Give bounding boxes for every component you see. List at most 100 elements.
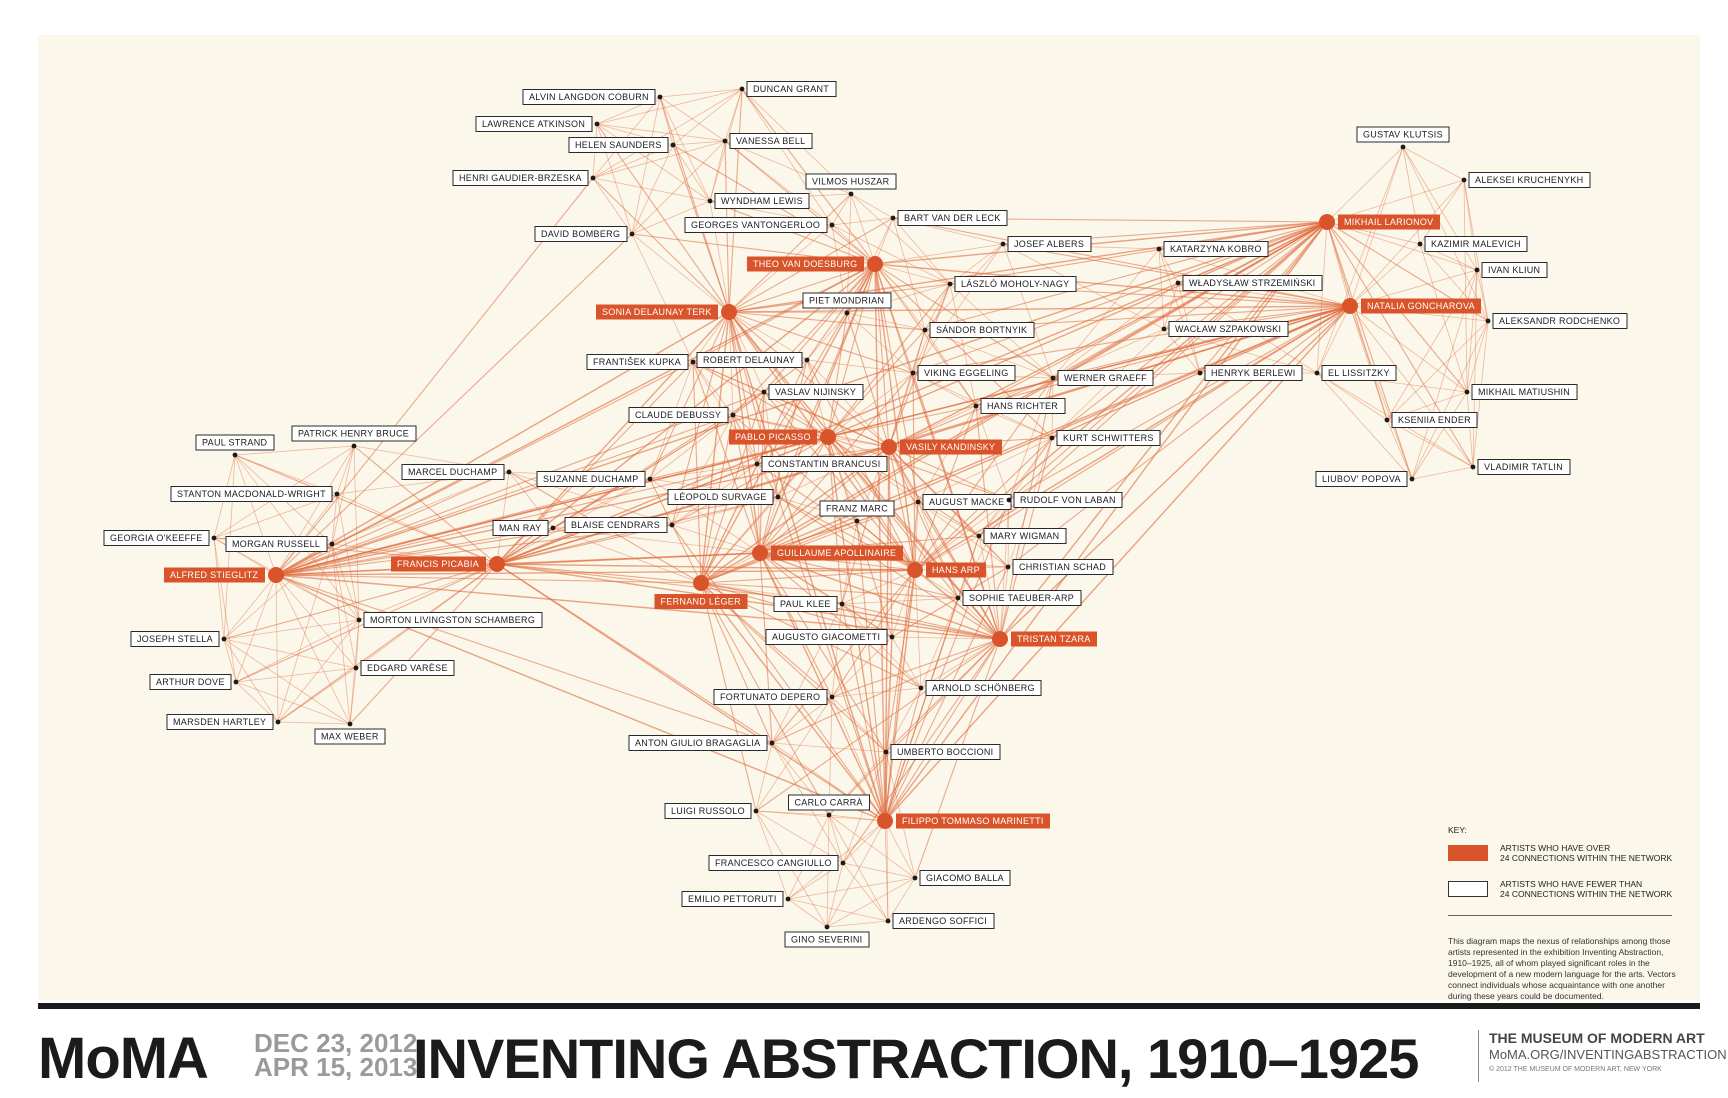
node-dove[interactable]: ARTHUR DOVE: [149, 674, 239, 690]
node-bortnyik[interactable]: SÁNDOR BORTNYIK: [922, 322, 1035, 338]
node-kobro[interactable]: KATARZYNA KOBRO: [1156, 241, 1269, 257]
node-tatlin[interactable]: VLADIMIR TATLIN: [1470, 459, 1571, 475]
node-schamberg[interactable]: MORTON LIVINGSTON SCHAMBERG: [356, 612, 543, 628]
node-kupka[interactable]: FRANTIŠEK KUPKA: [586, 354, 696, 370]
node-cangiullo[interactable]: FRANCESCO CANGIULLO: [708, 855, 846, 871]
node-marinetti[interactable]: FILIPPO TOMMASO MARINETTI: [877, 813, 1050, 829]
node-kruch[interactable]: ALEKSEI KRUCHENYKH: [1461, 172, 1591, 188]
node-mondrian[interactable]: PIET MONDRIAN: [802, 292, 892, 316]
node-wyndham[interactable]: WYNDHAM LEWIS: [707, 193, 810, 209]
node-boccioni[interactable]: UMBERTO BOCCIONI: [883, 744, 1001, 760]
node-szpak[interactable]: WACŁAW SZPAKOWSKI: [1161, 321, 1289, 337]
node-cendrars[interactable]: BLAISE CENDRARS: [564, 517, 675, 533]
node-lawrence[interactable]: LAWRENCE ATKINSON: [475, 116, 600, 132]
node-laban[interactable]: RUDOLF VON LABAN: [1006, 492, 1123, 508]
node-alvin[interactable]: ALVIN LANGDON COBURN: [522, 89, 663, 105]
node-survage[interactable]: LÉOPOLD SURVAGE: [667, 489, 781, 505]
node-schoenberg[interactable]: ARNOLD SCHÖNBERG: [918, 680, 1042, 696]
node-sonia[interactable]: SONIA DELAUNAY TERK: [596, 304, 737, 320]
node-strz[interactable]: WŁADYSŁAW STRZEMIŃSKI: [1175, 275, 1323, 291]
node-dot: [594, 121, 600, 127]
node-schwitters[interactable]: KURT SCHWITTERS: [1049, 430, 1161, 446]
edge-picabia-larionov: [496, 221, 1328, 565]
node-wigman[interactable]: MARY WIGMAN: [976, 528, 1067, 544]
node-picabia[interactable]: FRANCIS PICABIA: [391, 556, 505, 572]
node-depero[interactable]: FORTUNATO DEPERO: [713, 689, 835, 705]
edge-carra-cangiullo: [828, 814, 844, 864]
node-lissitzky[interactable]: EL LISSITZKY: [1314, 365, 1397, 381]
node-schad[interactable]: CHRISTIAN SCHAD: [1005, 559, 1114, 575]
node-popova[interactable]: LIUBOV' POPOVA: [1315, 471, 1415, 487]
node-okeeffe[interactable]: GEORGIA O'KEEFFE: [103, 530, 217, 546]
edge-stieglitz-henri: [275, 177, 594, 576]
node-varese[interactable]: EDGARD VARÈSE: [353, 660, 455, 676]
node-russell[interactable]: MORGAN RUSSELL: [225, 536, 335, 552]
node-eggeling[interactable]: VIKING EGGELING: [910, 365, 1016, 381]
node-severini[interactable]: GINO SEVERINI: [784, 924, 870, 948]
edge-helen-vanessa: [672, 140, 726, 146]
node-bruce[interactable]: PATRICK HENRY BRUCE: [291, 425, 417, 449]
edge-klee-depero: [831, 603, 843, 698]
node-klutsis[interactable]: GUSTAV KLUTSIS: [1356, 126, 1450, 150]
node-vanessa[interactable]: VANESSA BELL: [722, 133, 813, 149]
node-richter[interactable]: HANS RICHTER: [973, 398, 1066, 414]
edge-sonia-kandinsky: [728, 311, 890, 448]
node-goncharova[interactable]: NATALIA GONCHAROVA: [1342, 298, 1481, 314]
node-doesburg[interactable]: THEO VAN DOESBURG: [747, 256, 883, 272]
node-graeff[interactable]: WERNER GRAEFF: [1050, 370, 1154, 386]
node-moholy[interactable]: LÁSZLÓ MOHOLY-NAGY: [947, 276, 1077, 292]
node-taeuber[interactable]: SOPHIE TAEUBER-ARP: [955, 590, 1082, 606]
node-helen[interactable]: HELEN SAUNDERS: [568, 137, 676, 153]
node-robert[interactable]: ROBERT DELAUNAY: [696, 352, 810, 368]
node-kliun[interactable]: IVAN KLIUN: [1474, 262, 1548, 278]
node-manray[interactable]: MAN RAY: [492, 520, 556, 536]
node-brancusi[interactable]: CONSTANTIN BRANCUSI: [754, 456, 888, 472]
node-balla[interactable]: GIACOMO BALLA: [912, 870, 1011, 886]
edge-doesburg-sonia: [728, 263, 876, 313]
node-rodchenko[interactable]: ALEKSANDR RODCHENKO: [1485, 313, 1628, 329]
node-vilmos[interactable]: VILMOS HUSZAR: [805, 173, 897, 197]
node-mcdwright[interactable]: STANTON MACDONALD-WRIGHT: [170, 486, 340, 502]
node-bragaglia[interactable]: ANTON GIULIO BRAGAGLIA: [628, 735, 775, 751]
node-larionov[interactable]: MIKHAIL LARIONOV: [1319, 214, 1440, 230]
node-pettoruti[interactable]: EMILIO PETTORUTI: [681, 891, 791, 907]
node-berlewi[interactable]: HENRYK BERLEWI: [1197, 365, 1303, 381]
node-stella[interactable]: JOSEPH STELLA: [130, 631, 227, 647]
node-albers[interactable]: JOSEF ALBERS: [1000, 236, 1092, 252]
node-duncan[interactable]: DUNCAN GRANT: [739, 81, 837, 97]
node-debussy[interactable]: CLAUDE DEBUSSY: [628, 407, 736, 423]
node-leger[interactable]: FERNAND LÉGER: [654, 575, 748, 609]
node-marc[interactable]: FRANZ MARC: [819, 500, 895, 524]
node-strand[interactable]: PAUL STRAND: [195, 434, 275, 458]
edge-picabia-strand: [234, 454, 498, 565]
edge-goncharova-bart: [892, 217, 1351, 307]
node-label: PAUL KLEE: [780, 599, 831, 609]
node-matiushin[interactable]: MIKHAIL MATIUSHIN: [1464, 384, 1578, 400]
node-giacometti[interactable]: AUGUSTO GIACOMETTI: [765, 629, 895, 645]
node-vantong[interactable]: GEORGES VANTONGERLOO: [684, 217, 835, 233]
node-nijinsky[interactable]: VASLAV NIJINSKY: [761, 384, 864, 400]
node-picasso[interactable]: PABLO PICASSO: [729, 429, 836, 445]
node-kandinsky[interactable]: VASILY KANDINSKY: [881, 439, 1002, 455]
node-malevich[interactable]: KAZIMIR MALEVICH: [1417, 236, 1528, 252]
key-minor-text: ARTISTS WHO HAVE FEWER THAN 24 CONNECTIO…: [1500, 879, 1673, 899]
node-henri[interactable]: HENRI GAUDIER-BRZESKA: [452, 170, 596, 186]
node-weber[interactable]: MAX WEBER: [314, 721, 386, 745]
node-marcel[interactable]: MARCEL DUCHAMP: [401, 464, 512, 480]
node-apollinaire[interactable]: GUILLAUME APOLLINAIRE: [752, 545, 903, 561]
node-russolo[interactable]: LUIGI RUSSOLO: [664, 803, 759, 819]
node-suzanne[interactable]: SUZANNE DUCHAMP: [536, 471, 653, 487]
node-label: GEORGES VANTONGERLOO: [691, 220, 820, 230]
node-ender[interactable]: KSENIIA ENDER: [1384, 412, 1478, 428]
node-hartley[interactable]: MARSDEN HARTLEY: [166, 714, 281, 730]
node-bomberg[interactable]: DAVID BOMBERG: [534, 226, 635, 242]
node-arp[interactable]: HANS ARP: [907, 562, 986, 578]
node-macke[interactable]: AUGUST MACKE: [915, 494, 1012, 510]
node-stieglitz[interactable]: ALFRED STIEGLITZ: [164, 567, 284, 583]
node-bart[interactable]: BART VAN DER LECK: [890, 210, 1008, 226]
museum-url[interactable]: MoMA.ORG/INVENTINGABSTRACTION: [1489, 1047, 1727, 1062]
node-carra[interactable]: CARLO CARRÀ: [788, 794, 870, 818]
node-tzara[interactable]: TRISTAN TZARA: [992, 631, 1097, 647]
node-soffici[interactable]: ARDENGO SOFFICI: [885, 913, 995, 929]
node-klee[interactable]: PAUL KLEE: [773, 596, 845, 612]
